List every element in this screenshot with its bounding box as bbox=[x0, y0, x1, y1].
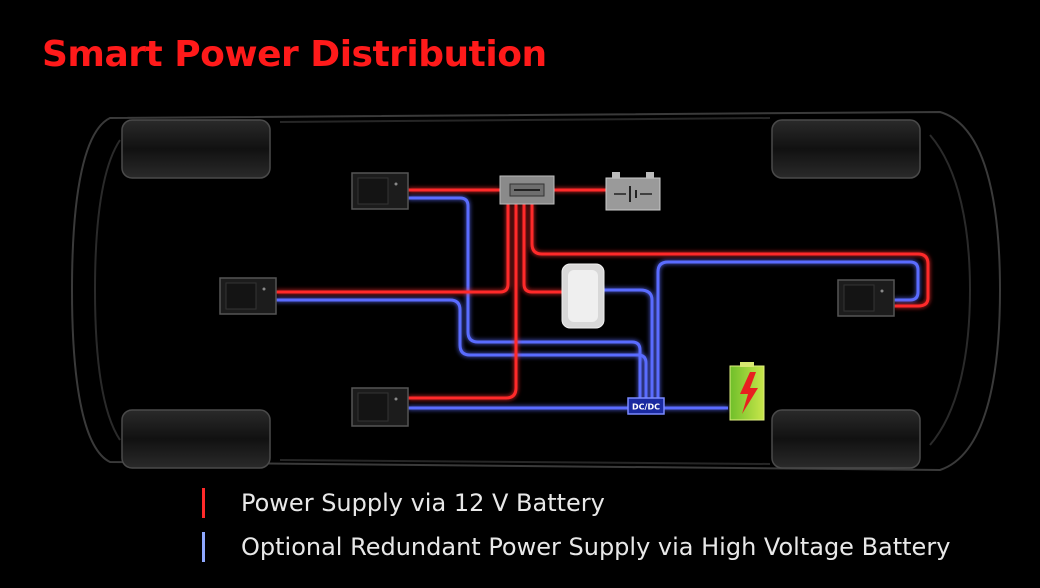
wheel-front-left bbox=[121, 119, 271, 179]
legend-label-hv: Optional Redundant Power Supply via High… bbox=[241, 533, 951, 561]
redundant-power-lines bbox=[276, 196, 920, 410]
legend-item-12v: Power Supply via 12 V Battery bbox=[202, 488, 605, 518]
hv-junction-icon bbox=[561, 263, 605, 329]
12v-power-lines bbox=[276, 188, 930, 400]
wheels bbox=[121, 119, 921, 469]
wheel-rear-left bbox=[771, 119, 921, 179]
page-title: Smart Power Distribution bbox=[42, 34, 547, 75]
fuse-box-icon bbox=[499, 175, 555, 205]
control-unit-front-center-icon bbox=[219, 277, 277, 315]
high-voltage-battery-icon bbox=[729, 362, 765, 421]
control-units bbox=[219, 172, 895, 427]
wheel-front-right bbox=[121, 409, 271, 469]
12v-battery-icon bbox=[605, 172, 661, 211]
dcdc-label: DC/DC bbox=[632, 403, 660, 412]
dcdc-converter-icon: DC/DC bbox=[627, 397, 665, 415]
legend-swatch-blue bbox=[202, 532, 205, 562]
legend-item-hv: Optional Redundant Power Supply via High… bbox=[202, 532, 950, 562]
control-unit-rear-icon bbox=[837, 279, 895, 317]
control-unit-front-right-icon bbox=[351, 387, 409, 427]
legend-swatch-red bbox=[202, 488, 205, 518]
wheel-rear-right bbox=[771, 409, 921, 469]
legend-label-12v: Power Supply via 12 V Battery bbox=[241, 489, 605, 517]
car-outline bbox=[70, 110, 1002, 472]
control-unit-front-left-icon bbox=[351, 172, 409, 210]
